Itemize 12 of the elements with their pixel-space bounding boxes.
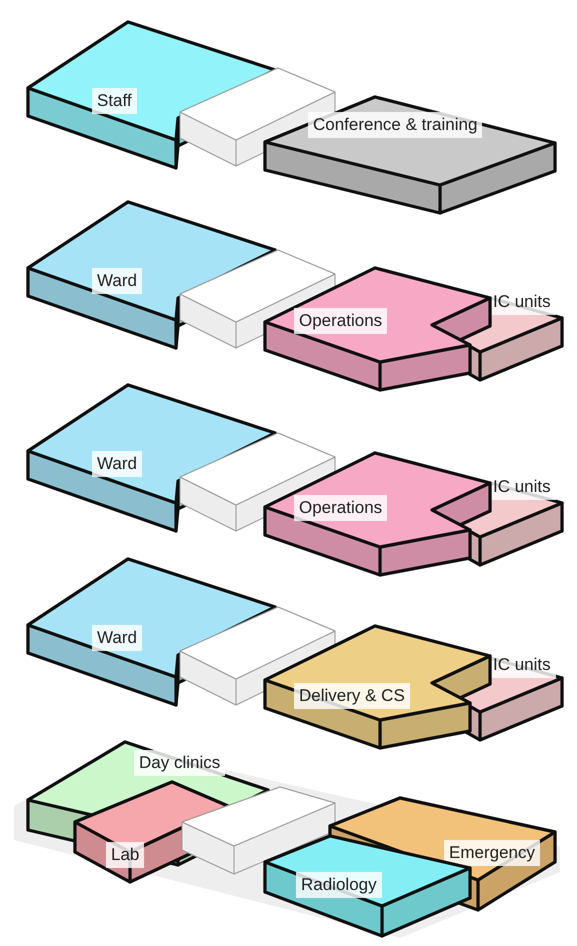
zone-label: Conference & training xyxy=(308,112,482,138)
zone-label: Delivery & CS xyxy=(294,683,410,710)
zone-label: Day clinics xyxy=(134,750,226,776)
zone-label: Operations xyxy=(294,495,388,522)
zone-label: Emergency xyxy=(444,840,540,866)
zone-label: Operations xyxy=(294,308,388,334)
zone-label: Staff xyxy=(92,88,137,114)
zone-label: Lab xyxy=(106,842,144,868)
zone-label: Ward xyxy=(92,625,142,652)
zone-label: Ward xyxy=(92,268,142,294)
zone-label: Radiology xyxy=(296,872,382,898)
zone-label: Ward xyxy=(92,451,142,478)
